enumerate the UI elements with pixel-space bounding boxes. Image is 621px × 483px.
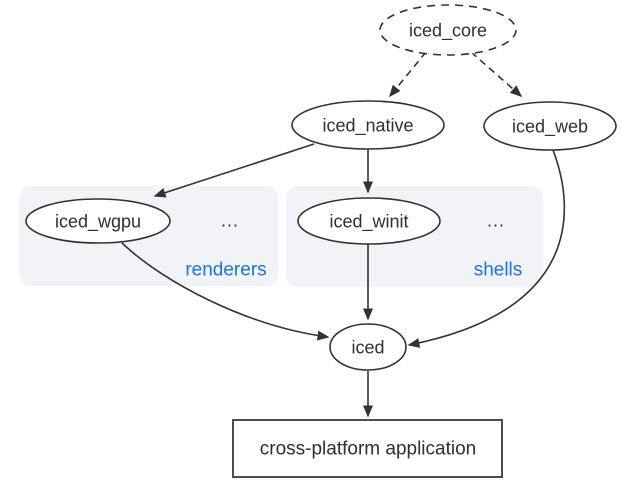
node-iced: [329, 323, 407, 371]
node-label-iced_native: iced_native: [322, 115, 413, 136]
node-label-application: cross-platform application: [260, 439, 476, 460]
shells-ellipsis: ...: [487, 210, 505, 230]
node-label-iced_core: iced_core: [409, 20, 487, 41]
edge-iced_native-iced_wgpu: [153, 143, 315, 198]
node-iced_wgpu: [25, 198, 171, 244]
edge-iced_web-iced: [407, 149, 566, 348]
renderers-ellipsis: ...: [221, 210, 239, 230]
node-label-iced_web: iced_web: [512, 116, 588, 137]
node-label-iced_winit: iced_winit: [329, 211, 408, 232]
group-label-shells: shells: [474, 260, 523, 281]
node-label-iced: iced: [351, 337, 384, 357]
group-label-renderers: renderers: [185, 260, 266, 281]
node-iced_winit: [297, 197, 441, 245]
node-application: [232, 419, 503, 478]
edge-iced_wgpu-iced: [121, 242, 330, 341]
edge-iced_core-iced_web: [470, 51, 523, 97]
node-label-iced_wgpu: iced_wgpu: [55, 211, 141, 232]
edge-iced_core-iced_native: [389, 51, 427, 98]
node-iced_web: [483, 101, 617, 151]
node-iced_core: [379, 4, 517, 56]
node-iced_native: [291, 100, 445, 150]
